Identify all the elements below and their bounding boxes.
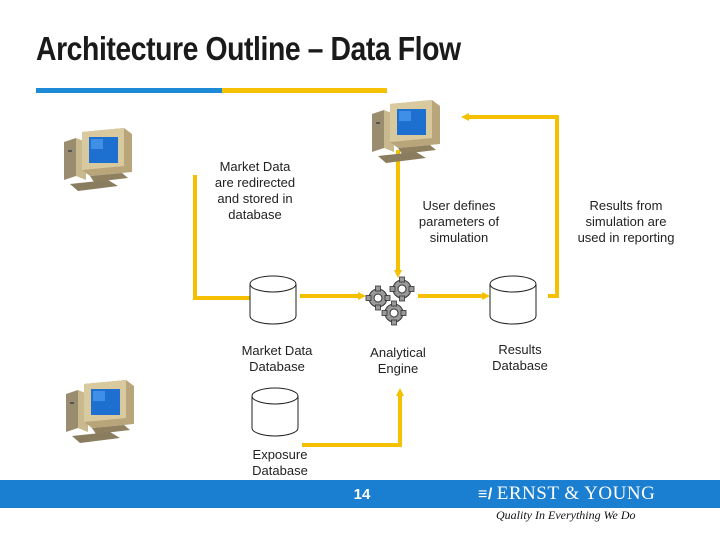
user-computer-icon <box>372 100 440 163</box>
market-database-label: Market Data Database <box>241 343 313 374</box>
title-rule-blue <box>36 88 222 93</box>
exposure-database-label: Exposure Database <box>252 447 308 478</box>
market-data-computer-icon <box>64 128 132 191</box>
brand-tagline: Quality In Everything We Do <box>496 508 636 522</box>
exposure-database-icon <box>251 387 299 437</box>
page-number: 14 <box>353 486 371 503</box>
results-database-label: Results Database <box>492 342 548 373</box>
flow-results-to-reporting-arrow <box>461 113 559 298</box>
results-reporting-label: Results from simulation are used in repo… <box>577 198 675 245</box>
market-data-redirect-label: Market Data are redirected and stored in… <box>214 159 296 222</box>
slide-title: Architecture Outline – Data Flow <box>36 30 461 67</box>
title-rule-yellow <box>222 88 387 93</box>
exposure-computer-icon <box>66 380 134 443</box>
ey-mark-icon: ≡/ <box>478 486 493 503</box>
market-data-database-icon <box>249 275 297 325</box>
results-database-icon <box>489 275 537 325</box>
brand-name: ERNST & YOUNG <box>496 483 656 504</box>
flow-exposure-to-engine-arrow <box>200 415 246 446</box>
flow-exposure-to-engine-line <box>302 388 404 447</box>
analytical-engine-label: Analytical Engine <box>370 345 426 376</box>
footer-bar <box>0 480 720 508</box>
analytical-engine-gears-icon <box>365 276 415 326</box>
user-defines-label: User defines parameters of simulation <box>418 198 500 245</box>
ernst-young-logo: ≡/ERNST & YOUNG <box>478 483 655 505</box>
flow-market-to-db-arrow <box>193 175 266 302</box>
flow-pc-to-exposure-arrow <box>196 418 248 446</box>
